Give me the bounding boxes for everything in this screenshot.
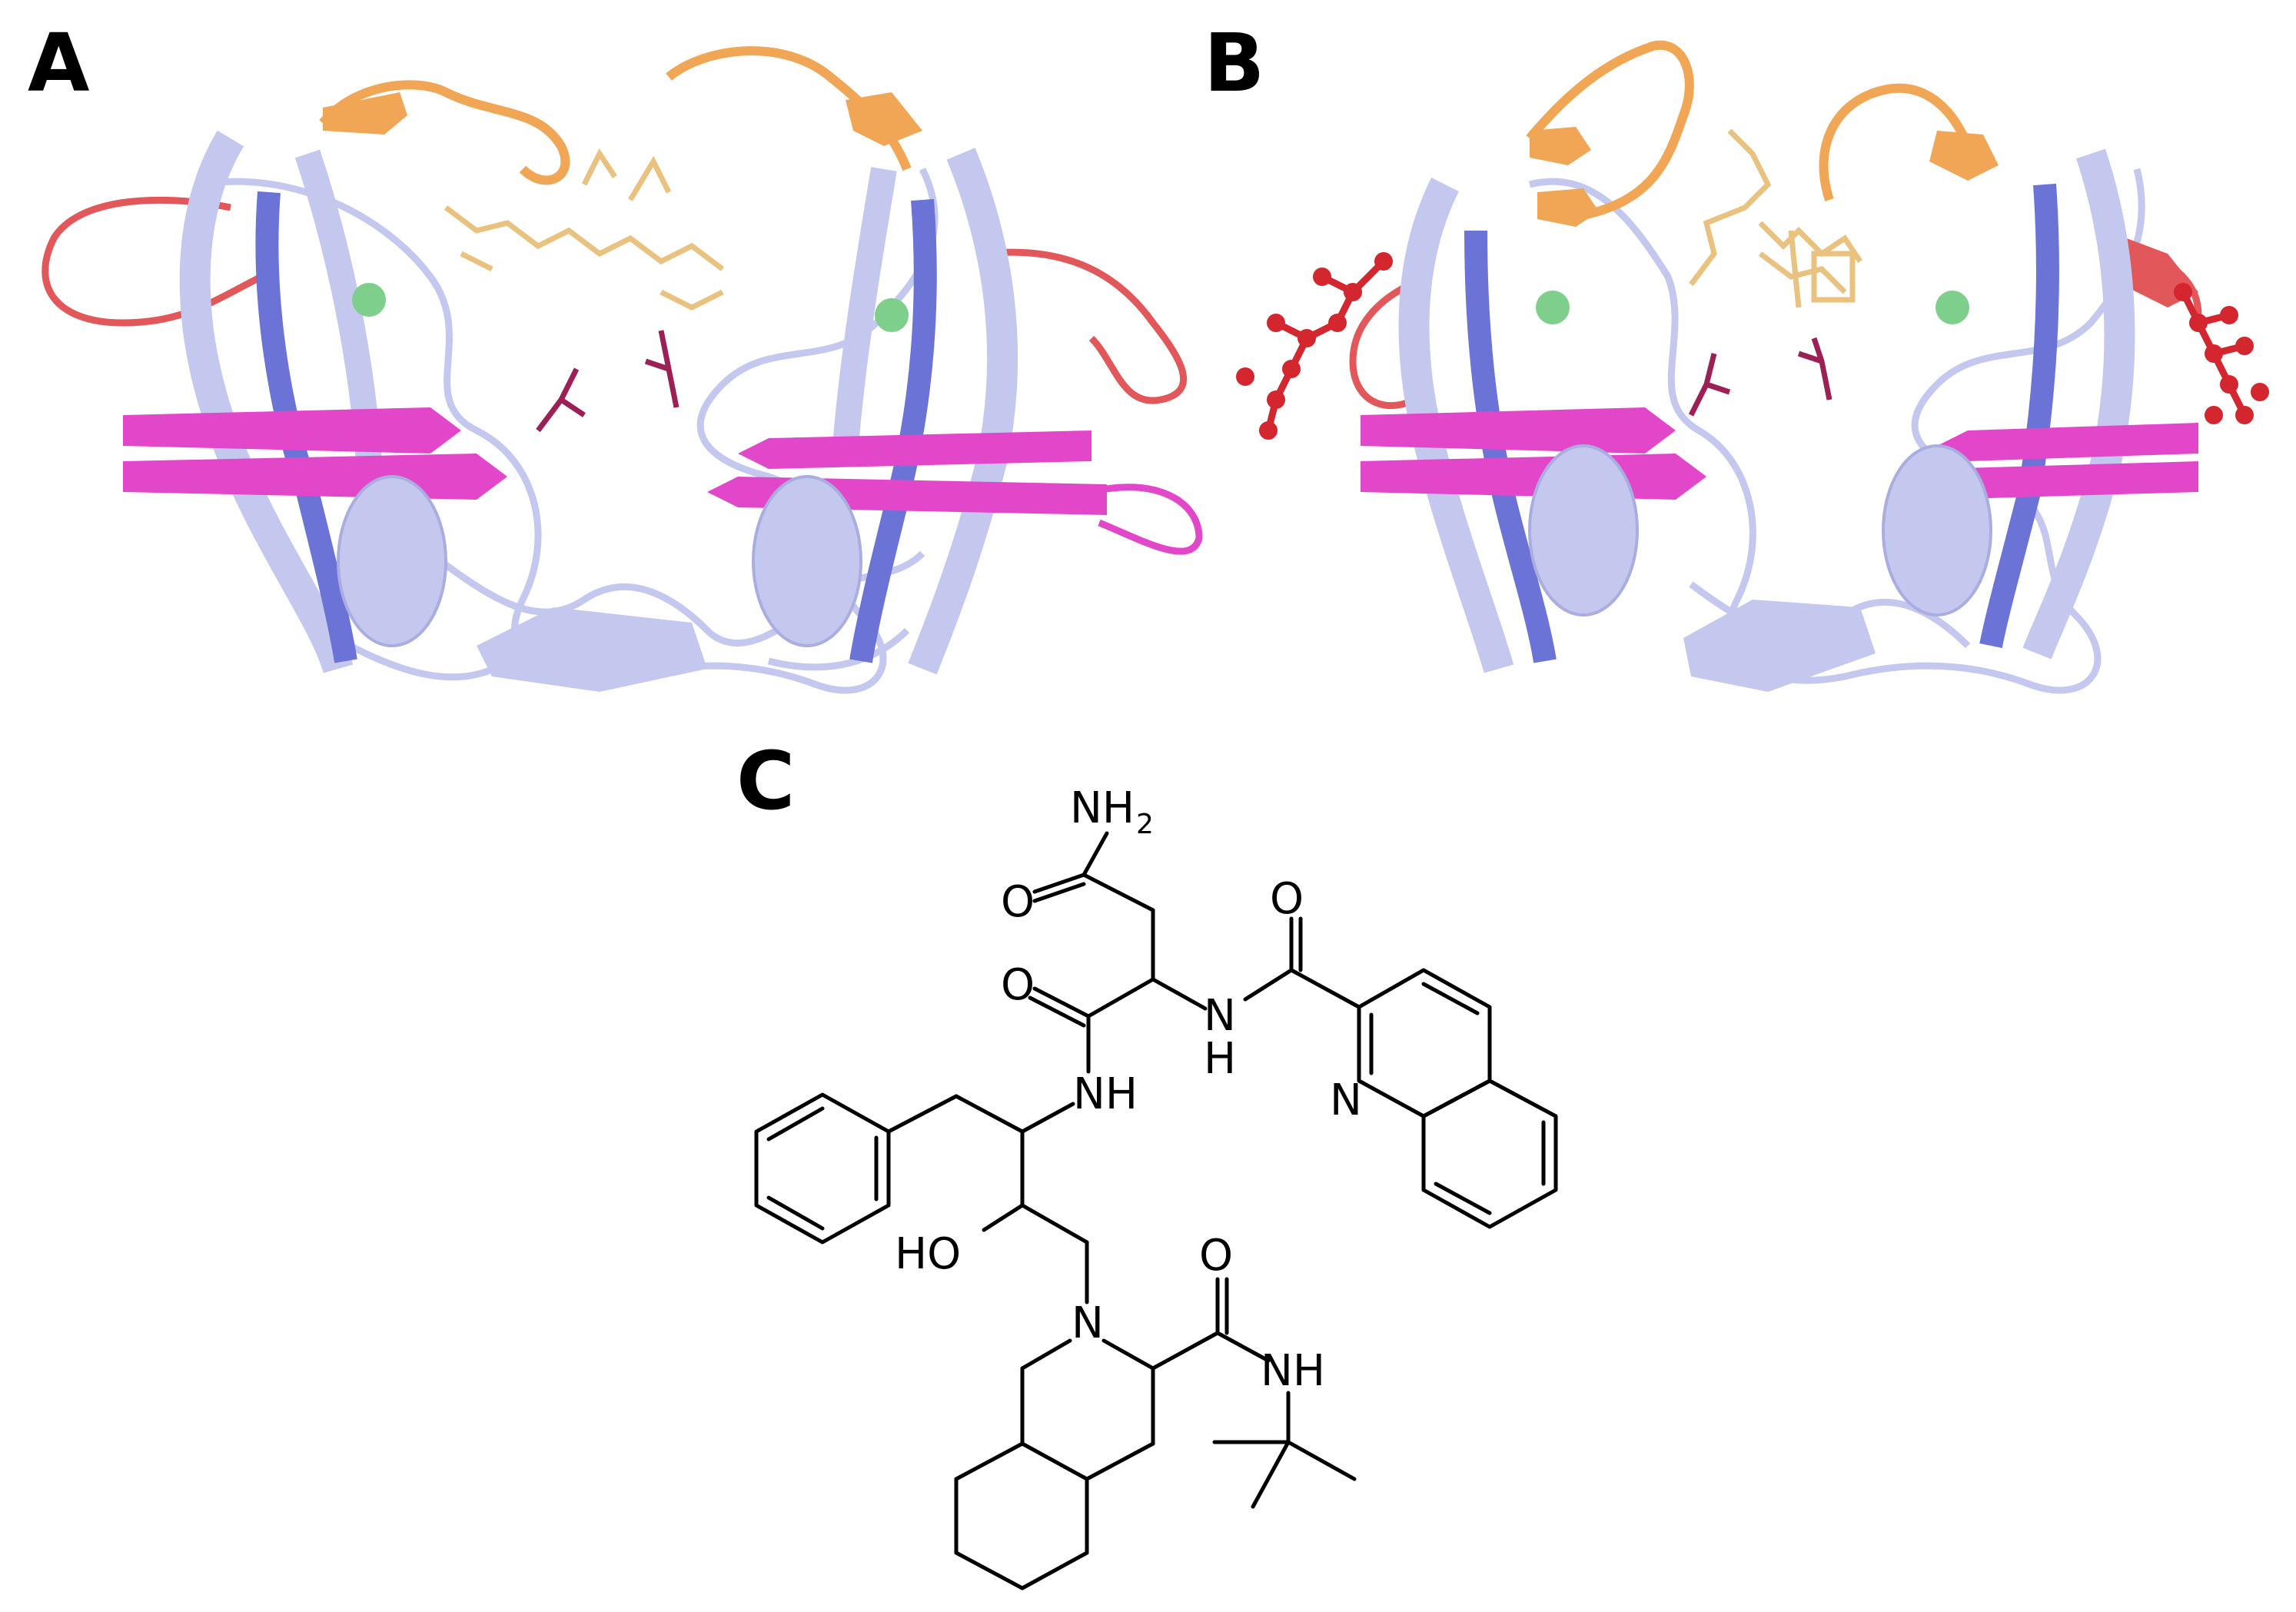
panel-b-catalytic-residue-left bbox=[1688, 353, 1731, 417]
panel-b-ligand-ring bbox=[1811, 251, 1856, 303]
panel-a-label: A bbox=[28, 16, 90, 110]
panel-b-blue-sheet-right-inner bbox=[1979, 183, 2059, 648]
panel-b-green-sphere-right bbox=[1935, 291, 1969, 324]
atom-nh2: NH bbox=[1070, 783, 1135, 833]
panel-a-blue-sheet-right-2 bbox=[832, 167, 897, 447]
atom-nh-mid: NH bbox=[1073, 1069, 1138, 1119]
panel-a-ligand bbox=[444, 148, 725, 311]
atom-nh2-subscript: 2 bbox=[1136, 809, 1154, 840]
panel-b-green-sphere-left bbox=[1536, 291, 1570, 324]
panel-b-ligand bbox=[1689, 128, 1862, 308]
panel-a-magenta-strand-right-1 bbox=[738, 430, 1092, 469]
panel-b-orange-strand-left-2 bbox=[1537, 188, 1599, 227]
atom-n-quinoline: N bbox=[1330, 1075, 1362, 1125]
atom-n-ring: N bbox=[1072, 1298, 1104, 1348]
panel-b-red-ligand-right bbox=[2174, 283, 2269, 424]
atom-o-quinoline-carbonyl: O bbox=[1270, 874, 1304, 924]
panel-b-orange-flap-left bbox=[1526, 40, 1694, 220]
panel-a-orange-strand-left bbox=[323, 92, 407, 135]
atom-nh-top-h: H bbox=[1204, 1034, 1236, 1084]
atom-o-bottom-carbonyl: O bbox=[1199, 1231, 1233, 1281]
molecule-bonds bbox=[754, 831, 1558, 1590]
panel-b-orange-strand-right bbox=[1929, 131, 1999, 181]
atom-nh-bottom: NH bbox=[1261, 1346, 1325, 1396]
panel-a-helix-right bbox=[752, 475, 862, 647]
panel-a-orange-flap-left bbox=[319, 80, 570, 185]
panel-a-orange-strand-right bbox=[846, 92, 922, 146]
panel-b-helix-right bbox=[1882, 444, 1992, 617]
panel-b-orange-strand-left bbox=[1530, 127, 1591, 165]
panel-a-backbone-loop bbox=[199, 167, 939, 694]
panel-a-helix-left bbox=[337, 475, 447, 647]
panel-a-green-sphere-right bbox=[875, 298, 909, 332]
panel-a-catalytic-residue-right bbox=[644, 330, 679, 408]
atom-o-mid-carbonyl: O bbox=[1001, 960, 1035, 1010]
panel-a-protein-structure: A bbox=[28, 16, 1203, 694]
panel-a-magenta-strand-left-2 bbox=[123, 454, 507, 500]
atom-nh-top-n: N bbox=[1204, 991, 1236, 1041]
atom-o-amide-top: O bbox=[1001, 877, 1035, 927]
panel-b-salmon-loop-left bbox=[1349, 273, 1431, 410]
panel-b-label: B bbox=[1204, 16, 1264, 110]
panel-b-magenta-strand-right-1 bbox=[1937, 423, 2198, 461]
panel-b-red-ligand-left bbox=[1236, 252, 1393, 440]
panel-a-catalytic-residue-left bbox=[536, 367, 586, 433]
panel-b-bottom-sheet bbox=[1683, 600, 1876, 692]
panel-a-salmon-loop-right bbox=[983, 248, 1187, 404]
panel-b-magenta-strand-left-1 bbox=[1361, 407, 1676, 454]
panel-a-blue-sheet-right-inner bbox=[849, 198, 937, 663]
panel-a-bottom-sheet bbox=[477, 607, 707, 692]
panel-a-salmon-loop-left bbox=[42, 196, 264, 327]
panel-b-catalytic-residue-right bbox=[1797, 337, 1832, 401]
panel-a-magenta-loop-right bbox=[1090, 484, 1203, 555]
panel-b-helix-left bbox=[1528, 444, 1639, 617]
panel-a-green-sphere-left bbox=[352, 283, 386, 317]
atom-ho: HO bbox=[895, 1229, 961, 1279]
panel-b-orange-flap-right bbox=[1819, 83, 1972, 201]
panel-c-chemical-structure: C bbox=[736, 734, 1558, 1590]
panel-b-backbone-loop bbox=[1528, 168, 2145, 694]
panel-c-label: C bbox=[736, 734, 795, 828]
panel-b-protein-structure: B bbox=[1204, 16, 2269, 694]
panel-a-magenta-strand-left-1 bbox=[123, 407, 461, 454]
